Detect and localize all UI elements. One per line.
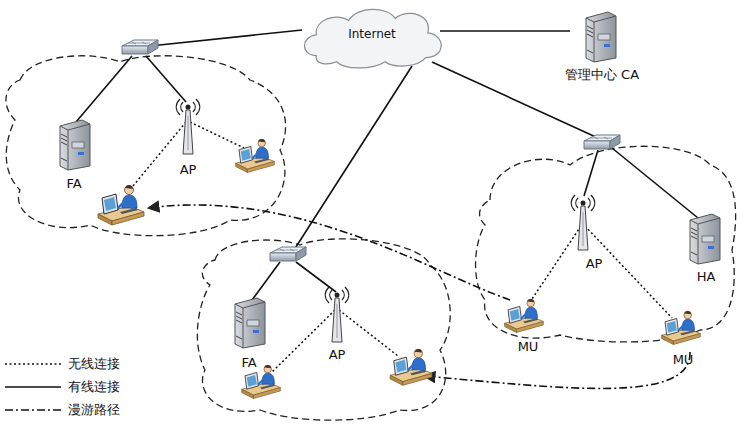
node-label: AP — [180, 162, 197, 178]
wireless-link — [190, 122, 244, 148]
legend-sample — [4, 405, 62, 415]
device-label: AP — [176, 161, 201, 179]
wireless-link — [530, 226, 581, 302]
node-label: FA — [241, 355, 256, 371]
legend-label: 有线连接 — [68, 379, 120, 395]
node-label: 管理中心 CA — [565, 67, 639, 83]
wired-link — [252, 262, 280, 300]
server-icon — [586, 12, 616, 62]
user-icon — [98, 185, 144, 225]
server-icon — [690, 214, 720, 264]
legend-sample — [4, 382, 62, 392]
user-icon — [390, 349, 432, 385]
wireless-link — [339, 310, 398, 356]
roaming-path — [148, 205, 510, 300]
region-outline — [197, 239, 450, 420]
internet-cloud: Internet — [296, 4, 448, 70]
legend-row: 无线连接 — [4, 352, 120, 375]
device-label: FA — [62, 175, 85, 193]
wired-connector — [440, 30, 570, 32]
roaming-path — [424, 352, 690, 388]
server-icon — [60, 120, 90, 170]
ap-icon — [325, 287, 349, 342]
switch-icon — [584, 135, 620, 149]
device-label: FA — [237, 354, 260, 372]
ap-icon — [176, 99, 200, 154]
wired-link — [612, 148, 698, 218]
wired-link — [76, 56, 132, 122]
user-icon — [662, 311, 701, 345]
wired-link — [146, 56, 186, 102]
node-label: AP — [329, 347, 346, 363]
legend-label: 无线连接 — [68, 356, 120, 372]
region-outline — [476, 146, 736, 342]
server-icon — [235, 298, 265, 348]
wired-link — [150, 30, 302, 46]
server-node: 管理中心 CA — [554, 7, 650, 83]
wireless-link — [585, 226, 672, 318]
ap-icon — [571, 195, 595, 250]
user-icon — [236, 139, 275, 173]
legend-label: 漫游路径 — [68, 402, 120, 418]
device-label: AP — [325, 346, 350, 364]
node-label: AP — [586, 256, 603, 272]
node-label: MU — [673, 352, 694, 368]
wired-link — [584, 150, 598, 196]
wired-link — [296, 262, 336, 292]
switch-icon — [270, 247, 306, 261]
node-label: FA — [66, 176, 81, 192]
device-label: MU — [514, 338, 543, 356]
switch-icon — [122, 40, 158, 54]
legend: 无线连接有线连接漫游路径 — [4, 352, 120, 421]
node-label: HA — [697, 269, 716, 285]
wireless-link — [272, 310, 335, 372]
legend-row: 有线连接 — [4, 375, 120, 398]
legend-sample — [4, 359, 62, 369]
user-icon — [505, 299, 544, 333]
device-label: AP — [582, 255, 607, 273]
node-label: Internet — [348, 27, 396, 41]
device-label: MU — [669, 351, 698, 369]
wireless-link — [128, 122, 186, 192]
legend-row: 漫游路径 — [4, 398, 120, 421]
node-label: MU — [518, 339, 539, 355]
device-label: HA — [693, 268, 720, 286]
region-outline — [6, 56, 286, 236]
